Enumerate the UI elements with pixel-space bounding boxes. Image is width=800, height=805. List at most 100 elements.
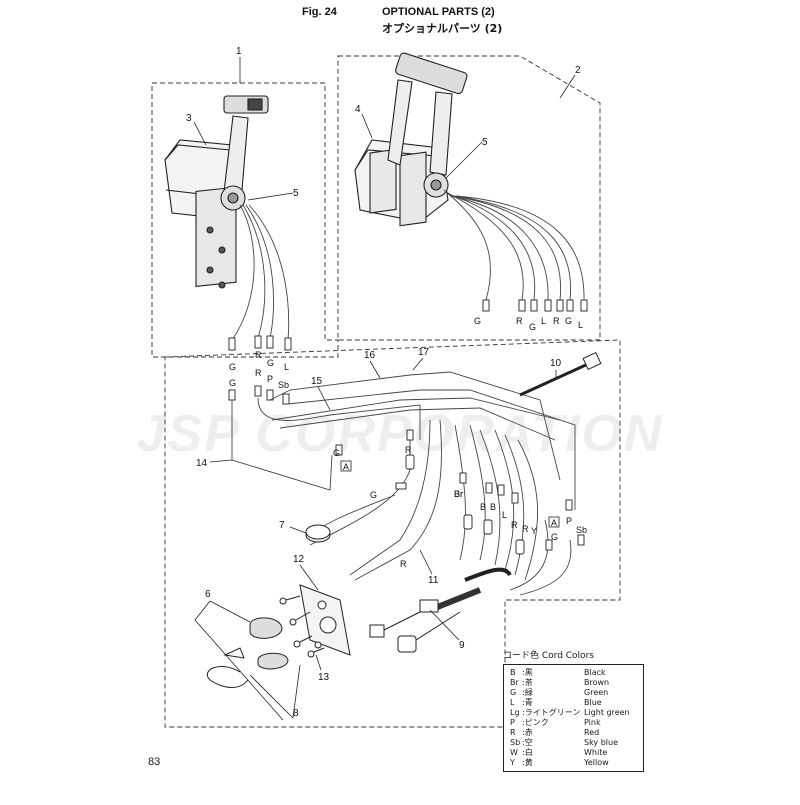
callout-14: 14 — [196, 458, 208, 469]
color-name-jp: :茶 — [522, 678, 533, 687]
mounting-plate — [195, 186, 237, 288]
wire-label: R — [255, 368, 262, 378]
callout-13: 13 — [318, 672, 330, 683]
callout-8: 8 — [293, 708, 299, 719]
wire-label: Y — [531, 526, 537, 536]
harness-coupler — [419, 599, 439, 613]
group-2-boundary — [337, 55, 601, 341]
main-switch — [249, 617, 283, 639]
key-1 — [223, 647, 245, 659]
color-name-jp: :白 — [522, 748, 533, 757]
single-lever-control — [164, 95, 269, 289]
leader-lines — [193, 57, 576, 721]
callout-17: 17 — [418, 347, 430, 358]
twin-mounting-plate-left — [369, 148, 397, 214]
extension-cable-17 — [287, 389, 576, 510]
wire-label: P — [267, 374, 273, 384]
color-name-jp: :ライトグリーン — [522, 708, 581, 717]
harness-connectors — [335, 429, 585, 555]
callout-7: 7 — [279, 520, 285, 531]
wire-label: Sb — [278, 380, 289, 390]
twin-mounting-plate-right — [399, 151, 427, 227]
reference-tag-a: A — [343, 462, 349, 472]
figure-number: Fig. 24 — [302, 6, 337, 18]
callout-15: 15 — [311, 376, 323, 387]
callout-3: 3 — [186, 113, 192, 124]
callout-5-right: 5 — [482, 137, 488, 148]
callout-numbers: 1 2 3 4 5 5 6 7 8 9 10 11 12 13 14 15 16… — [186, 46, 581, 719]
wire-label: G — [474, 316, 481, 326]
callout-5-left: 5 — [293, 188, 299, 199]
group-boundaries — [151, 55, 621, 728]
color-name-en: Pink — [584, 718, 601, 727]
callout-12: 12 — [293, 554, 305, 565]
color-name-en: Blue — [584, 698, 602, 707]
color-code: Y — [510, 758, 515, 767]
page-number: 83 — [148, 756, 161, 768]
group-1-boundary — [151, 82, 339, 358]
wire-label: B — [490, 502, 496, 512]
stop-switch — [257, 652, 289, 670]
color-name-jp: :ピンク — [522, 718, 549, 727]
extension-cable-15 — [257, 397, 421, 440]
right-control-connectors — [482, 299, 588, 312]
color-name-jp: :黄 — [522, 758, 533, 767]
twin-lever-arm-right — [429, 91, 453, 176]
wire-label: L — [578, 320, 583, 330]
color-code: Lg — [510, 708, 520, 717]
wire-label: L — [541, 316, 546, 326]
cable-tie — [519, 351, 602, 397]
color-name-en: Green — [584, 688, 609, 697]
wire-label: G — [565, 316, 572, 326]
callout-6: 6 — [205, 589, 211, 600]
main-harness-wires — [309, 419, 572, 596]
color-code: P — [510, 718, 515, 727]
wire-label: R — [511, 520, 518, 530]
wire-label: G — [551, 532, 558, 542]
warning-buzzer — [305, 524, 331, 543]
twin-lever-arm-left — [387, 79, 413, 166]
page-title: OPTIONAL PARTS (2) — [382, 6, 495, 18]
wire-label: R — [516, 316, 523, 326]
callout-1: 1 — [236, 46, 242, 57]
legend-row: R :赤 Red — [510, 728, 638, 738]
wire-label: R — [553, 316, 560, 326]
extension-cable-14 — [231, 400, 333, 491]
switch-assembly — [207, 584, 351, 688]
wire-label: G — [333, 448, 340, 458]
wire-label: L — [502, 510, 507, 520]
twin-lever-handle — [395, 52, 468, 95]
screws — [279, 595, 325, 658]
harness-group-boundary — [164, 339, 621, 728]
legend-row: P :ピンク Pink — [510, 718, 638, 728]
wire-label: Br — [454, 489, 463, 499]
color-name-jp: :青 — [522, 698, 533, 707]
color-name-en: Red — [584, 728, 600, 737]
wire-label: G — [529, 322, 536, 332]
color-name-en: Sky blue — [584, 738, 618, 747]
color-code: W — [510, 748, 518, 757]
callout-11: 11 — [428, 575, 439, 586]
color-name-jp: :空 — [522, 738, 533, 747]
legend-title: コード色 Cord Colors — [503, 651, 594, 661]
color-code: R — [510, 728, 516, 737]
wire-color-labels: G G R R G P L Sb G R G L R G L G R G R B… — [229, 316, 587, 569]
page-title-japanese: オプショナルパーツ (2) — [382, 22, 503, 35]
wire-label: L — [284, 362, 289, 372]
lanyard-cord — [207, 666, 249, 688]
color-name-jp: :赤 — [522, 728, 533, 737]
left-control-wires — [231, 204, 290, 341]
harness-plug — [397, 635, 417, 653]
color-name-en: Brown — [584, 678, 610, 687]
reference-tags — [340, 460, 560, 528]
wire-label: R — [405, 445, 412, 455]
